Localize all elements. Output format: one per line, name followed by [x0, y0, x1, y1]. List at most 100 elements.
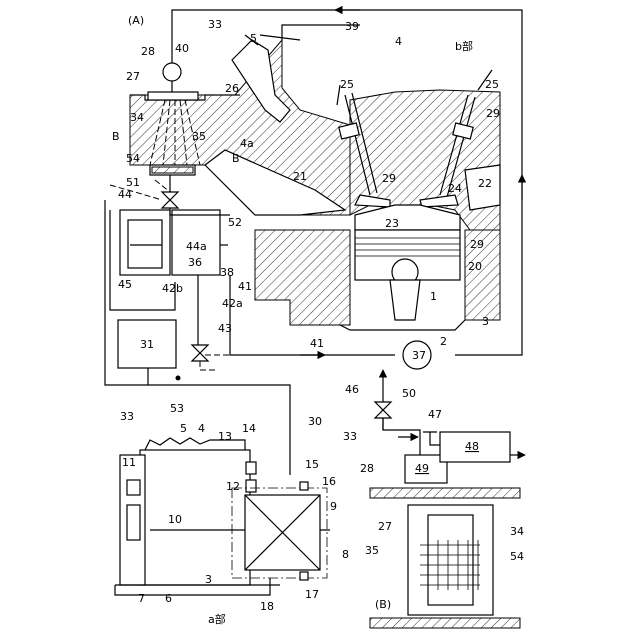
label-33b: 33: [120, 410, 134, 423]
label-38: 38: [220, 266, 234, 279]
wall-top: [370, 488, 520, 498]
label-50: 50: [402, 387, 416, 400]
right-system: [375, 370, 525, 483]
view-a-label: (A): [128, 14, 144, 27]
label-51: 51: [126, 176, 140, 189]
label-18: 18: [260, 600, 274, 613]
label-43: 43: [218, 322, 232, 335]
cylinder-block: [255, 230, 350, 325]
label-15: 15: [305, 458, 319, 471]
label-44a: 44a: [186, 240, 207, 253]
label-4: 4: [395, 35, 402, 48]
section-view-b: [370, 488, 520, 628]
mount-28: [148, 92, 198, 100]
label-6: 6: [165, 592, 172, 605]
label-25b: 25: [485, 78, 499, 91]
section-marker-right: B: [232, 152, 240, 165]
dashed-line-top: [155, 180, 170, 192]
label-33c: 33: [343, 430, 357, 443]
valve-50: [375, 402, 391, 418]
label-4b: 4: [198, 422, 205, 435]
label-35: 35: [192, 130, 206, 143]
label-46: 46: [345, 383, 359, 396]
part-b-label: b部: [455, 39, 473, 53]
label-49: 49: [415, 462, 429, 475]
fitting-12: [246, 480, 256, 492]
label-42b: 42b: [162, 282, 183, 295]
label-3b: 3: [205, 573, 212, 586]
label-39: 39: [345, 20, 359, 33]
label-24: 24: [448, 182, 462, 195]
label-30: 30: [308, 415, 322, 428]
label-27: 27: [126, 70, 140, 83]
engine-section-view: [105, 10, 522, 475]
label-41a: 41: [238, 280, 252, 293]
part-11: [127, 480, 140, 495]
tank-44a: [128, 220, 162, 268]
label-13: 13: [218, 430, 232, 443]
view-b-label: (B): [375, 598, 391, 611]
label-16: 16: [322, 475, 336, 488]
label-5b: 5: [180, 422, 187, 435]
label-29a: 29: [486, 107, 500, 120]
valve-40: [163, 63, 181, 81]
label-28: 28: [141, 45, 155, 58]
label-11: 11: [122, 456, 136, 469]
label-52: 52: [228, 216, 242, 229]
label-41b: 41: [310, 337, 324, 350]
label-14: 14: [242, 422, 256, 435]
label-47: 47: [428, 408, 442, 421]
label-42a: 42a: [222, 297, 243, 310]
label-23: 23: [385, 217, 399, 230]
label-28b: 28: [360, 462, 374, 475]
combustion-chamber-23: [355, 205, 460, 230]
label-48: 48: [465, 440, 479, 453]
label-2: 2: [440, 335, 447, 348]
label-5: 5: [250, 32, 257, 45]
label-34: 34: [130, 111, 144, 124]
label-29b: 29: [382, 172, 396, 185]
label-17: 17: [305, 588, 319, 601]
label-35b: 35: [365, 544, 379, 557]
label-29c: 29: [470, 238, 484, 251]
label-25a: 25: [340, 78, 354, 91]
label-22: 22: [478, 177, 492, 190]
part-a-label: a部: [208, 612, 226, 626]
junction: [176, 376, 181, 381]
section-marker-left: B: [112, 130, 120, 143]
label-40: 40: [175, 42, 189, 55]
label-36: 36: [188, 256, 202, 269]
label-54: 54: [126, 152, 140, 165]
label-9: 9: [330, 500, 337, 513]
label-37: 37: [412, 349, 426, 362]
label-4a: 4a: [240, 137, 254, 150]
label-21: 21: [293, 170, 307, 183]
valve-43: [192, 345, 208, 361]
label-31: 31: [140, 338, 154, 351]
wall-bottom: [370, 618, 520, 628]
label-7: 7: [138, 592, 145, 605]
label-34b: 34: [510, 525, 524, 538]
label-27b: 27: [378, 520, 392, 533]
label-44: 44: [118, 188, 132, 201]
grid-frame-34: [428, 515, 473, 605]
label-12: 12: [226, 480, 240, 493]
machine-a: [115, 438, 330, 595]
label-20: 20: [468, 260, 482, 273]
label-3: 3: [482, 315, 489, 328]
label-10: 10: [168, 513, 182, 526]
part-10: [127, 505, 140, 540]
label-53: 53: [170, 402, 184, 415]
label-54b: 54: [510, 550, 524, 563]
label-45: 45: [118, 278, 132, 291]
connector-47: [423, 432, 440, 445]
fitting-17: [300, 572, 308, 580]
label-26: 26: [225, 82, 239, 95]
valve-52: [162, 192, 178, 208]
manifold-line: [260, 35, 300, 40]
block-bottom: [340, 320, 465, 330]
fitting-16: [300, 482, 308, 490]
label-33a: 33: [208, 18, 222, 31]
fuel-tank-group: [120, 210, 228, 275]
